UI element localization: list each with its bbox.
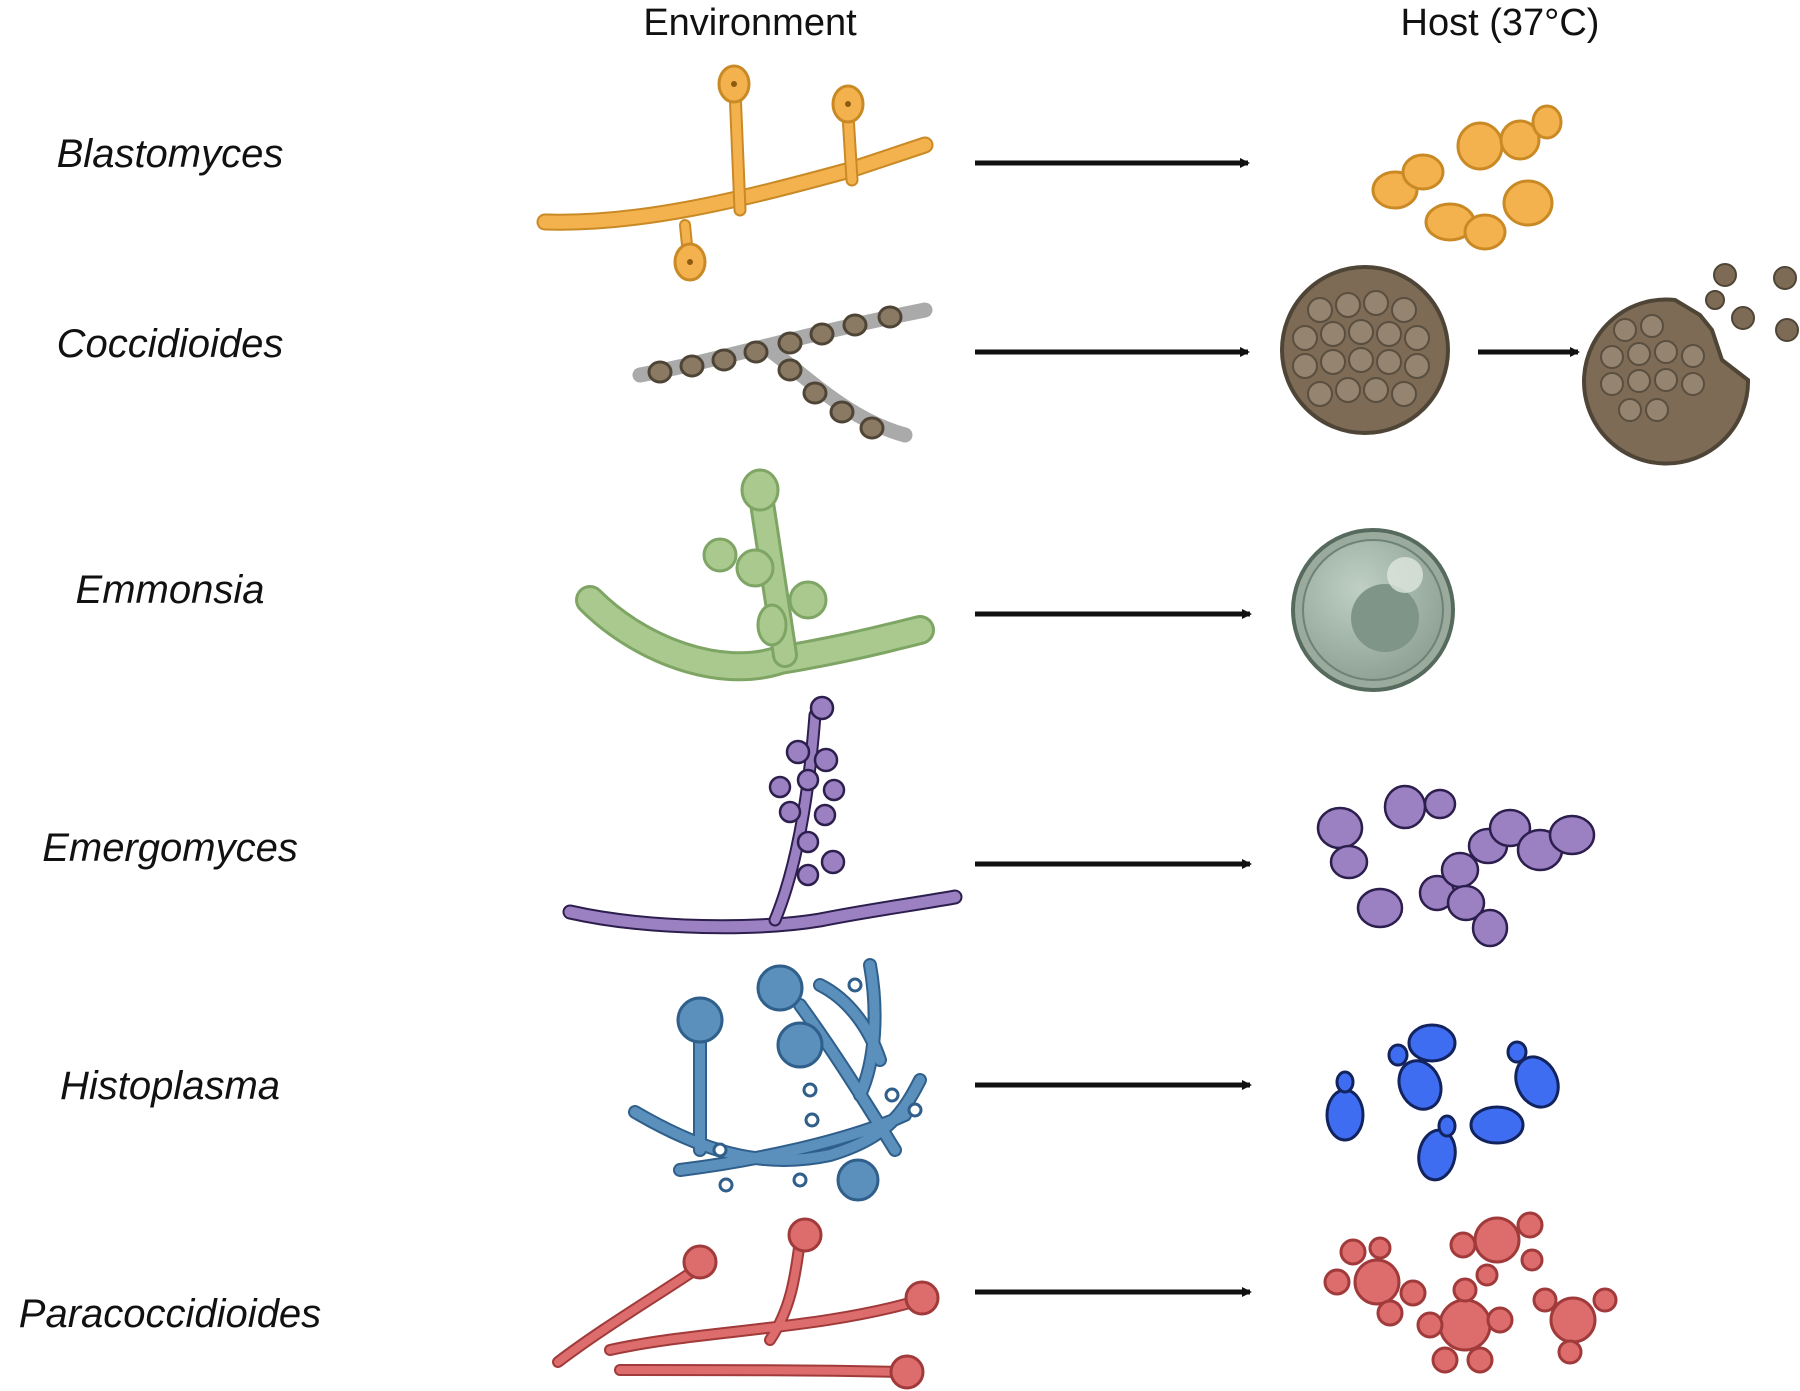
histoplasma-yeast-illustration xyxy=(1325,1023,1560,1182)
paracoccidioides-hyphae-illustration xyxy=(552,1217,940,1390)
host-header: Host (37°C) xyxy=(1400,2,1600,44)
environment-header: Environment xyxy=(643,2,857,44)
emmonsia-adiaspore-illustration xyxy=(1291,528,1455,692)
emmonsia-hyphae-illustration xyxy=(575,468,935,682)
histoplasma-hyphae-illustration xyxy=(628,958,927,1202)
species-label-paracoccidioides: Paracoccidioides xyxy=(18,1292,322,1336)
species-label-emergomyces: Emergomyces xyxy=(42,826,298,870)
arrows xyxy=(975,158,1580,1297)
species-label-blastomyces: Blastomyces xyxy=(56,132,284,176)
coccidioides-spherule-illustration xyxy=(1280,265,1450,435)
paracoccidioides-yeast-illustration xyxy=(1323,1211,1618,1374)
coccidioides-arthroconidia-illustration xyxy=(632,302,933,443)
blastomyces-hyphae-illustration xyxy=(536,64,934,282)
emergomyces-yeast-illustration xyxy=(1316,784,1596,948)
species-label-emmonsia: Emmonsia xyxy=(75,568,265,612)
coccidioides-ruptured-spherule-illustration xyxy=(1582,263,1799,466)
blastomyces-yeast-illustration xyxy=(1371,104,1563,251)
species-label-coccidioides: Coccidioides xyxy=(56,322,284,366)
emergomyces-hyphae-illustration xyxy=(562,695,963,935)
species-label-histoplasma: Histoplasma xyxy=(59,1064,281,1108)
